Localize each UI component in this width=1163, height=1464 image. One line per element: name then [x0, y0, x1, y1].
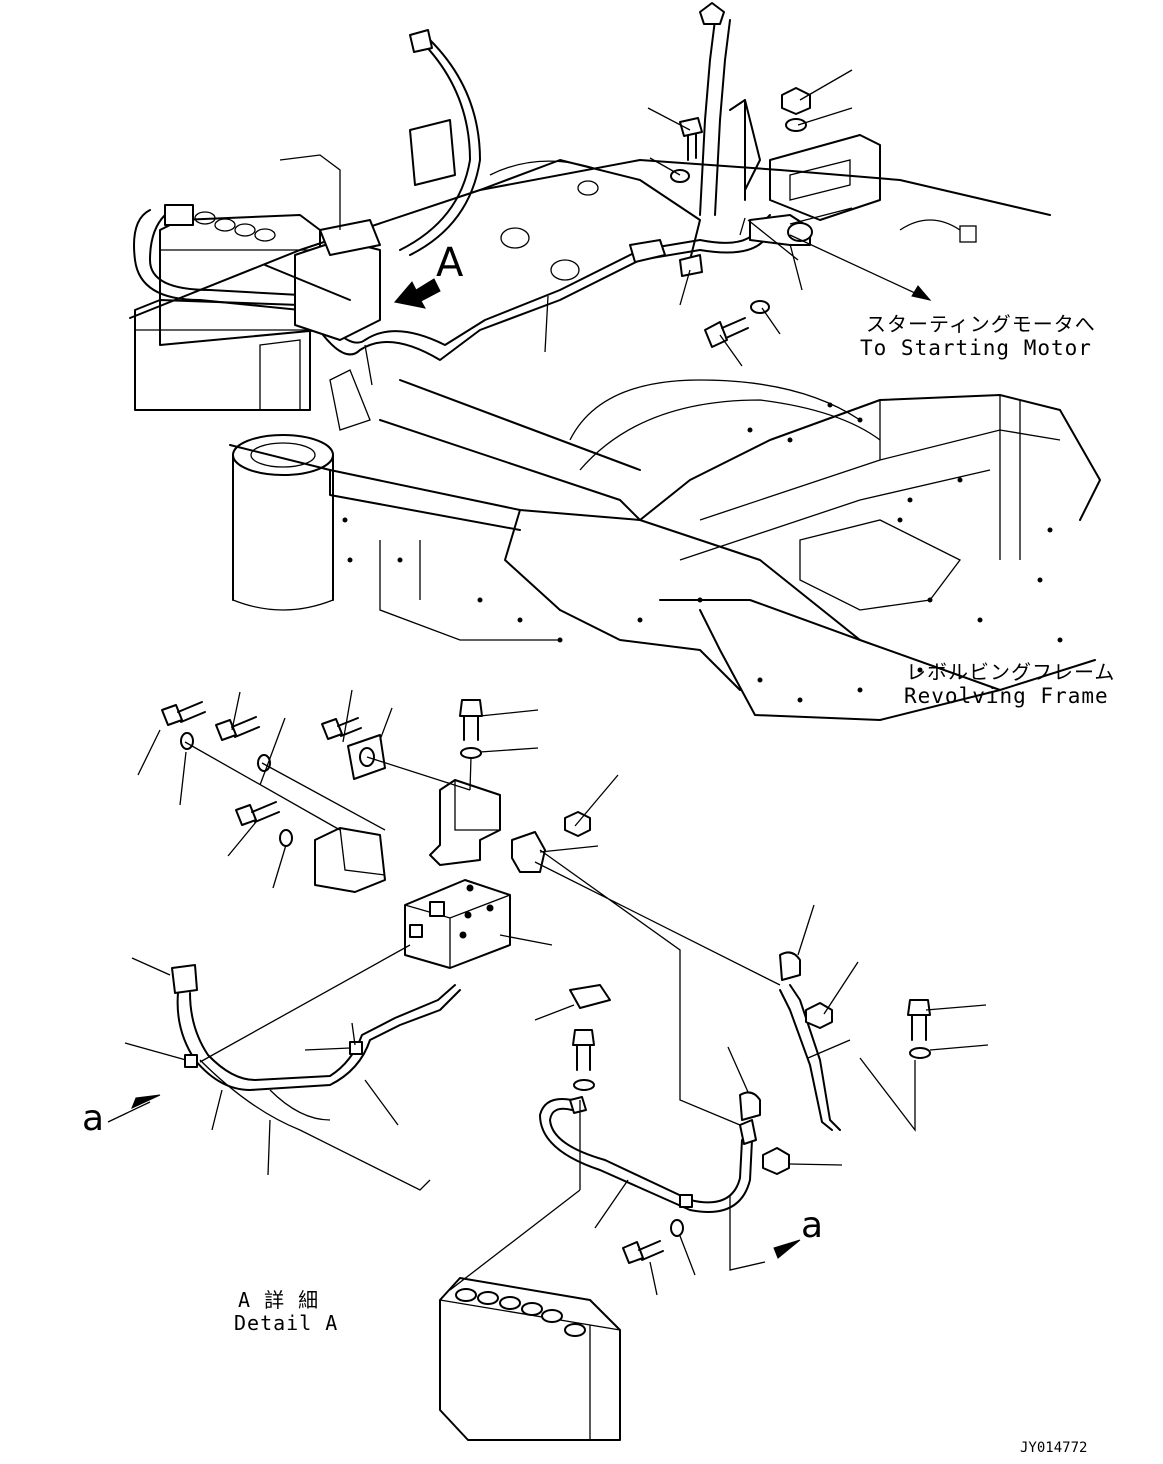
- view-arrow-a: [394, 278, 441, 309]
- revolving-frame-label-jp: レボルビングフレーム: [906, 660, 1116, 684]
- starting-motor-label-jp: スターティングモータへ: [866, 312, 1096, 336]
- revolving-frame: [129, 134, 1101, 721]
- connection-a-right-label: a: [801, 1205, 824, 1246]
- detail-a-label-en: Detail A: [234, 1311, 339, 1335]
- revolving-frame-label-en: Revolving Frame: [904, 684, 1109, 708]
- detail-a-parts: [107, 689, 989, 1441]
- drawing-number: JY014772: [1020, 1440, 1088, 1456]
- upper-harness: [133, 2, 813, 431]
- connection-a-left-label: a: [82, 1098, 105, 1139]
- starting-motor-label-en: To Starting Motor: [860, 336, 1092, 360]
- upper-batteries: [134, 211, 321, 411]
- view-arrow-a-label: A: [436, 240, 464, 286]
- upper-fasteners: [364, 69, 932, 386]
- detail-a-label-jp: A 詳 細: [238, 1288, 320, 1312]
